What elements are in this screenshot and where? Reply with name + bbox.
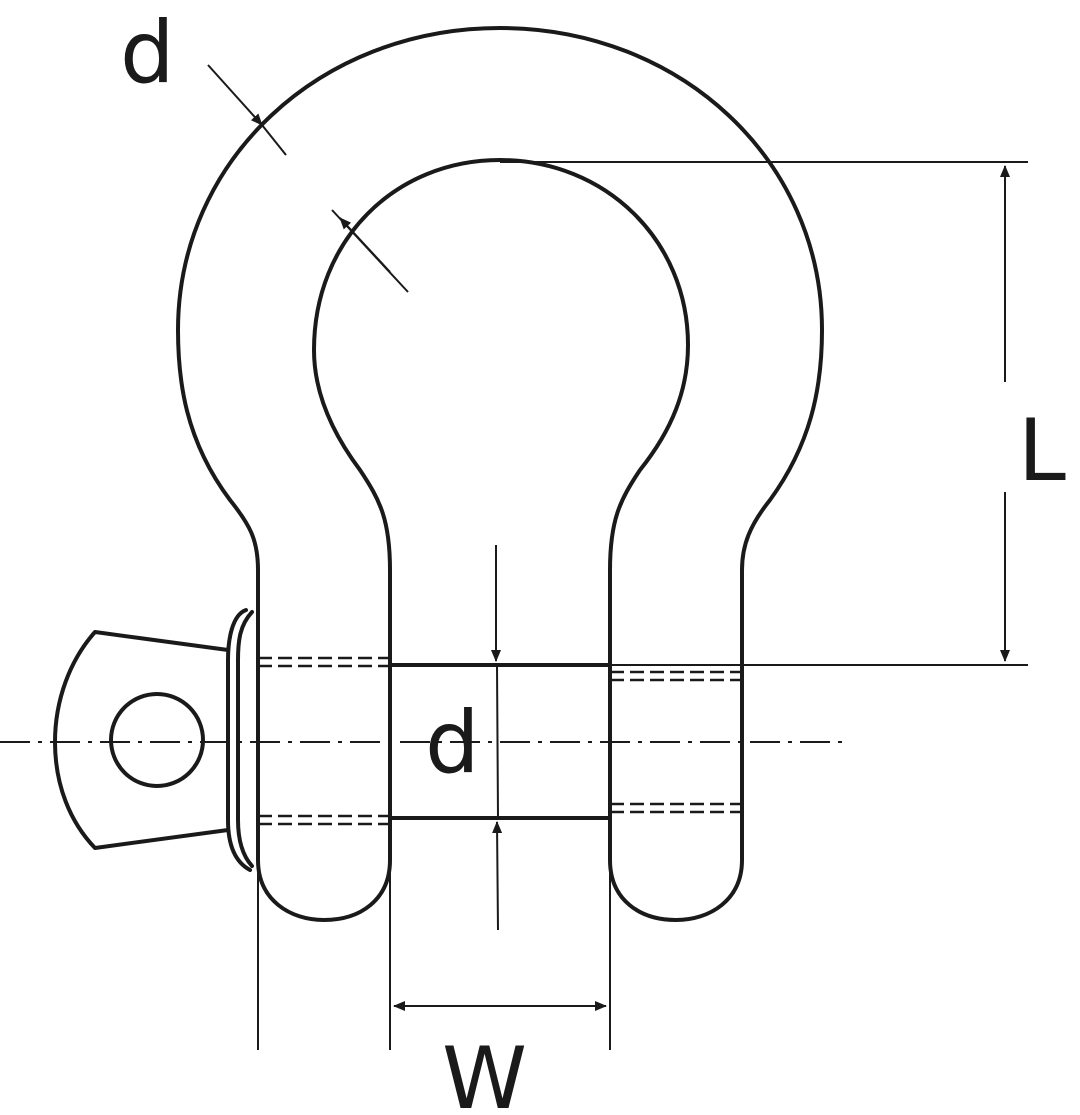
pin-collar [226,608,252,872]
shackle-left-leg [256,568,392,922]
d-pin-arrow-lower [492,821,503,931]
label-w: W [442,1029,527,1115]
pin-eye-hole [109,692,205,788]
d-top-leader-inner-arrow [339,217,391,273]
d-top-leader-outer [207,64,263,126]
d-pin-connector [496,664,499,819]
d-top-leader-outer-tail [261,124,287,156]
label-d-top: d [120,3,175,103]
pin-collar-inner [236,610,254,868]
shackle-outer-body [176,26,824,922]
label-d-pin: d [425,693,480,793]
label-l: L [1018,401,1066,501]
shackle-inner-opening [312,158,690,572]
